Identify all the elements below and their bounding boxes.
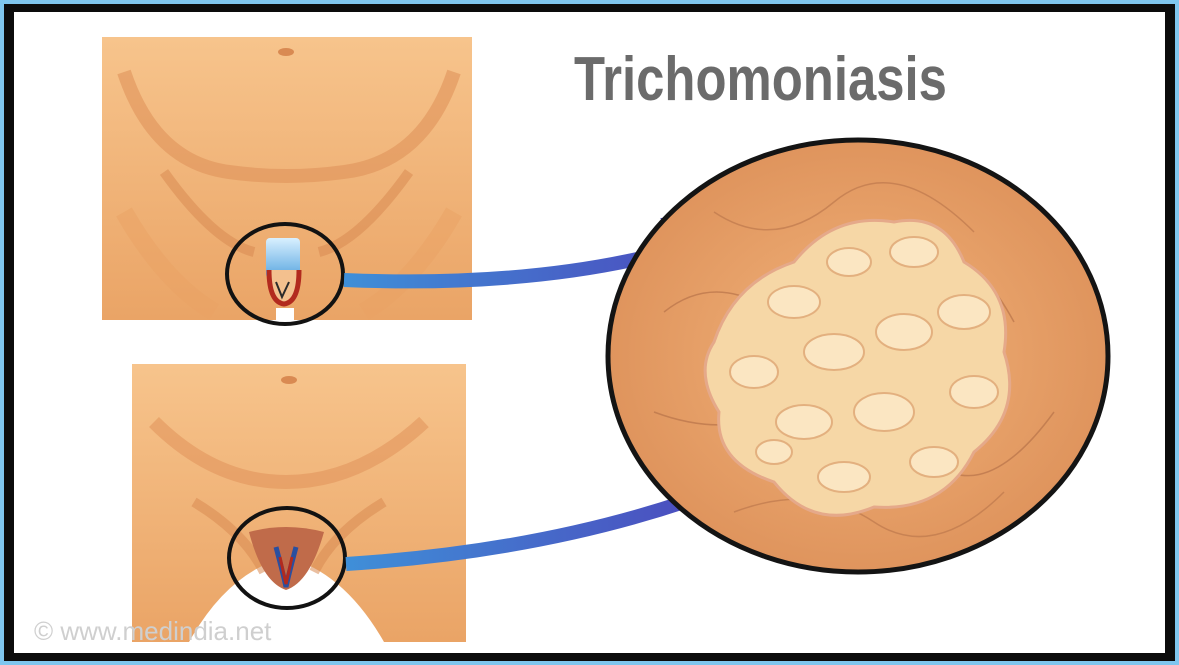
magnified-infection-view	[608, 140, 1108, 572]
watermark-text: © www.medindia.net	[34, 616, 271, 647]
female-anatomy-figure	[132, 364, 466, 642]
navel-mark	[278, 48, 294, 56]
diagram-title: Trichomoniasis	[574, 44, 947, 115]
navel-mark-female	[281, 376, 297, 384]
illustration-canvas: Trichomoniasis © www.medindia.net	[14, 12, 1165, 653]
